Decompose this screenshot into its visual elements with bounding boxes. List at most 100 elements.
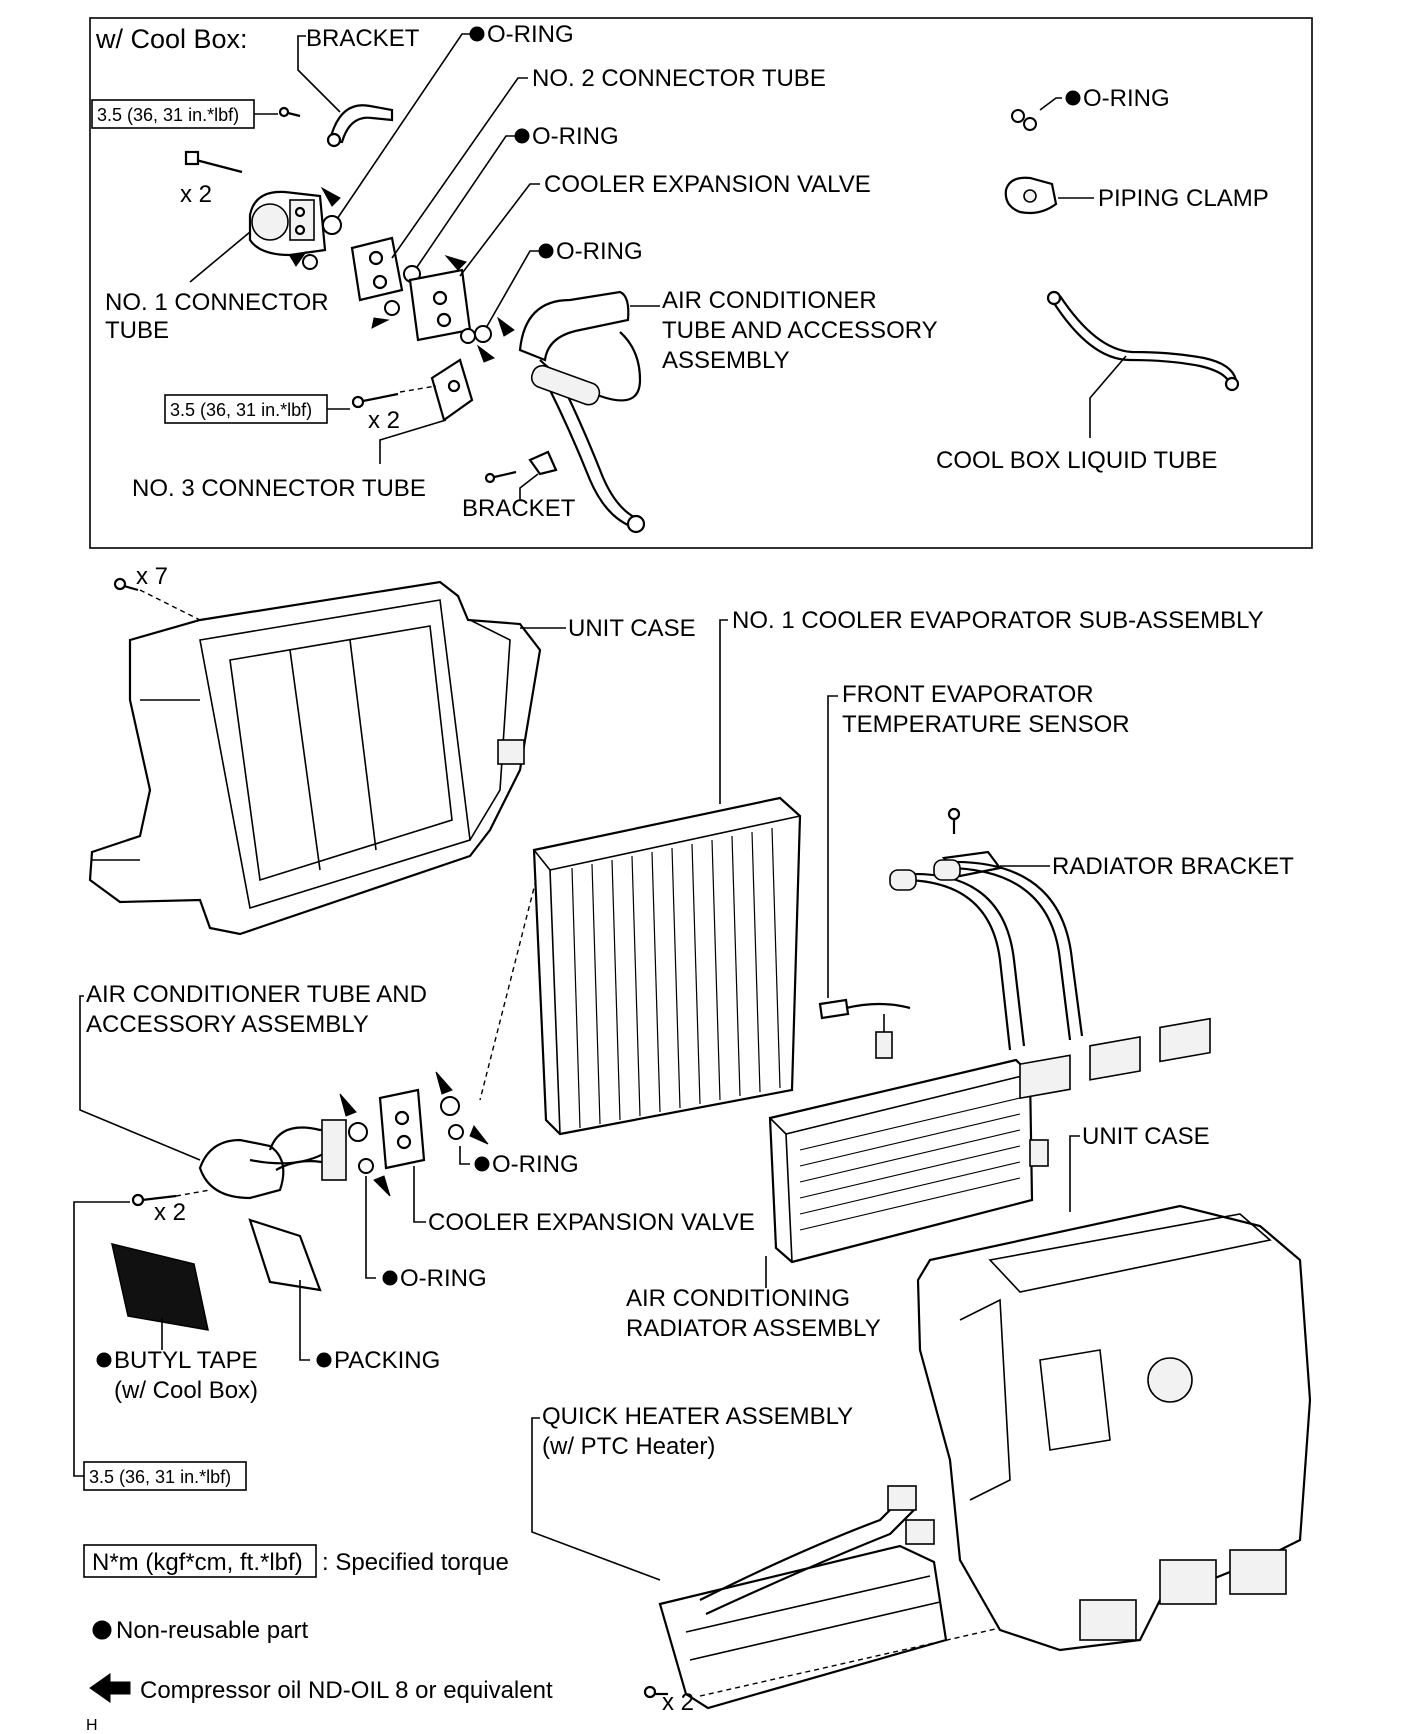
unit-case-lower-part [916, 1017, 1312, 1652]
no2-connector-tube-part [350, 236, 404, 302]
legend-torque-box-text: N*m (kgf*cm, ft.*lbf) [92, 1549, 303, 1576]
torque-label-main: 3.5 (36, 31 in.*lbf) [89, 1467, 231, 1487]
label-o-ring-2: O-RING [532, 123, 619, 150]
o-ring-part [440, 1096, 460, 1116]
label-unit-case-top: UNIT CASE [568, 615, 696, 642]
o-ring-part [384, 300, 400, 316]
label-o-ring-right: O-RING [1083, 85, 1170, 112]
label-no3-connector: NO. 3 CONNECTOR TUBE [132, 475, 426, 502]
label-radiator-bracket: RADIATOR BRACKET [1052, 853, 1294, 880]
cooler-expansion-valve-part [408, 268, 472, 342]
legend-non-reusable-icon [92, 1620, 112, 1640]
label-cool-box-liquid-tube: COOL BOX LIQUID TUBE [936, 447, 1217, 474]
qty-label-1: x 2 [180, 181, 212, 208]
figure-id: H [86, 1717, 98, 1734]
o-ring-part [474, 325, 492, 343]
label-bracket-bottom: BRACKET [462, 495, 576, 522]
label-ac-tube-line2: ACCESSORY ASSEMBLY [86, 1011, 369, 1038]
o-ring-part [302, 254, 318, 270]
qty-screws-left: x 2 [154, 1199, 186, 1226]
no1-connector-tube-part [248, 190, 327, 257]
screw-icon [131, 1193, 177, 1207]
label-unit-case-bottom: UNIT CASE [1082, 1123, 1210, 1150]
screw-icon [643, 1685, 668, 1699]
non-reusable-bullet-icon [1065, 90, 1081, 106]
quick-heater-assembly-part [658, 1485, 948, 1710]
label-quick-heater-line2: (w/ PTC Heater) [542, 1433, 715, 1460]
butyl-tape-part [111, 1242, 209, 1331]
legend-non-reusable-text: Non-reusable part [116, 1617, 308, 1644]
torque-label-2: 3.5 (36, 31 in.*lbf) [170, 400, 312, 420]
non-reusable-bullet-icon [316, 1352, 332, 1368]
label-o-ring-3: O-RING [556, 238, 643, 265]
no3-connector-tube-part [430, 358, 474, 422]
bracket-part-top [326, 104, 394, 148]
label-ac-tube-line1: AIR CONDITIONER TUBE AND [86, 981, 427, 1008]
compressor-oil-arrow-icon [289, 186, 515, 363]
label-ac-tube-inset-line2: TUBE AND ACCESSORY [662, 317, 938, 344]
o-ring-part [358, 1158, 374, 1174]
torque-box-main [83, 1461, 247, 1491]
o-ring-pair-part [1011, 109, 1037, 131]
label-no2-connector: NO. 2 CONNECTOR TUBE [532, 65, 826, 92]
label-front-evap-line2: TEMPERATURE SENSOR [842, 711, 1130, 738]
label-packing: PACKING [334, 1347, 440, 1374]
non-reusable-bullet-icon [538, 243, 554, 259]
label-ac-tube-inset-line3: ASSEMBLY [662, 347, 790, 374]
torque-box-1 [91, 99, 255, 129]
qty-screws-bottom: x 2 [662, 1689, 694, 1716]
ac-tube-assembly-part-inset [518, 290, 646, 534]
radiator-pipes-part [889, 859, 1084, 1051]
o-ring-part [460, 328, 476, 344]
label-ac-radiator-line1: AIR CONDITIONING [626, 1285, 850, 1312]
cool-box-title: w/ Cool Box: [95, 24, 248, 54]
bracket-part-bottom [484, 450, 558, 484]
non-reusable-bullet-icon [514, 128, 530, 144]
unit-case-upper-part [88, 580, 542, 936]
ac-tube-assembly-part [198, 1119, 347, 1200]
screw-icon [113, 577, 139, 592]
bolt-icon [278, 106, 301, 118]
cool-box-liquid-tube-part [1046, 290, 1240, 392]
label-no1-connector-line2: TUBE [105, 317, 169, 344]
label-butyl-line1: BUTYL TAPE [114, 1347, 258, 1374]
label-quick-heater-line1: QUICK HEATER ASSEMBLY [542, 1403, 853, 1430]
torque-box-2 [164, 394, 328, 424]
label-butyl-line2: (w/ Cool Box) [114, 1377, 258, 1404]
label-bracket-top: BRACKET [306, 25, 420, 52]
non-reusable-bullet-icon [382, 1270, 398, 1286]
label-ac-radiator-line2: RADIATOR ASSEMBLY [626, 1315, 881, 1342]
o-ring-part [322, 215, 342, 235]
o-ring-part [348, 1122, 368, 1142]
air-conditioning-radiator-part [768, 1058, 1049, 1264]
o-ring-part [448, 1124, 464, 1140]
compressor-oil-arrow-icon [339, 1071, 489, 1197]
label-front-evap-line1: FRONT EVAPORATOR [842, 681, 1094, 708]
label-cooler-expansion-valve: COOLER EXPANSION VALVE [428, 1209, 755, 1236]
piping-clamp-part [1004, 176, 1058, 215]
qty-label-2: x 2 [368, 407, 400, 434]
cool-box-inset-frame [89, 17, 1313, 549]
label-o-ring-b: O-RING [400, 1265, 487, 1292]
no1-cooler-evaporator-part [532, 796, 802, 1136]
non-reusable-bullet-icon [469, 26, 485, 42]
label-no1-evaporator: NO. 1 COOLER EVAPORATOR SUB-ASSEMBLY [732, 607, 1264, 634]
legend-compressor-oil-text: Compressor oil ND-OIL 8 or equivalent [140, 1677, 553, 1704]
label-ac-tube-inset-line1: AIR CONDITIONER [662, 287, 877, 314]
legend-torque-box [83, 1544, 317, 1578]
label-o-ring-a: O-RING [492, 1151, 579, 1178]
torque-label-1: 3.5 (36, 31 in.*lbf) [97, 105, 239, 125]
label-no1-connector-line1: NO. 1 CONNECTOR [105, 289, 329, 316]
packing-part [248, 1218, 322, 1292]
front-evaporator-temperature-sensor-part [818, 998, 911, 1059]
cooler-expansion-valve-main-part [378, 1088, 426, 1170]
qty-screws-top: x 7 [136, 563, 168, 590]
bolt-icon [351, 392, 399, 409]
label-o-ring-1: O-RING [487, 21, 574, 48]
label-piping-clamp: PIPING CLAMP [1098, 185, 1269, 212]
legend-compressor-oil-arrow-icon [89, 1673, 131, 1703]
long-bolt-icon [184, 150, 243, 174]
non-reusable-bullet-icon [96, 1352, 112, 1368]
legend-torque-text: : Specified torque [322, 1549, 509, 1576]
